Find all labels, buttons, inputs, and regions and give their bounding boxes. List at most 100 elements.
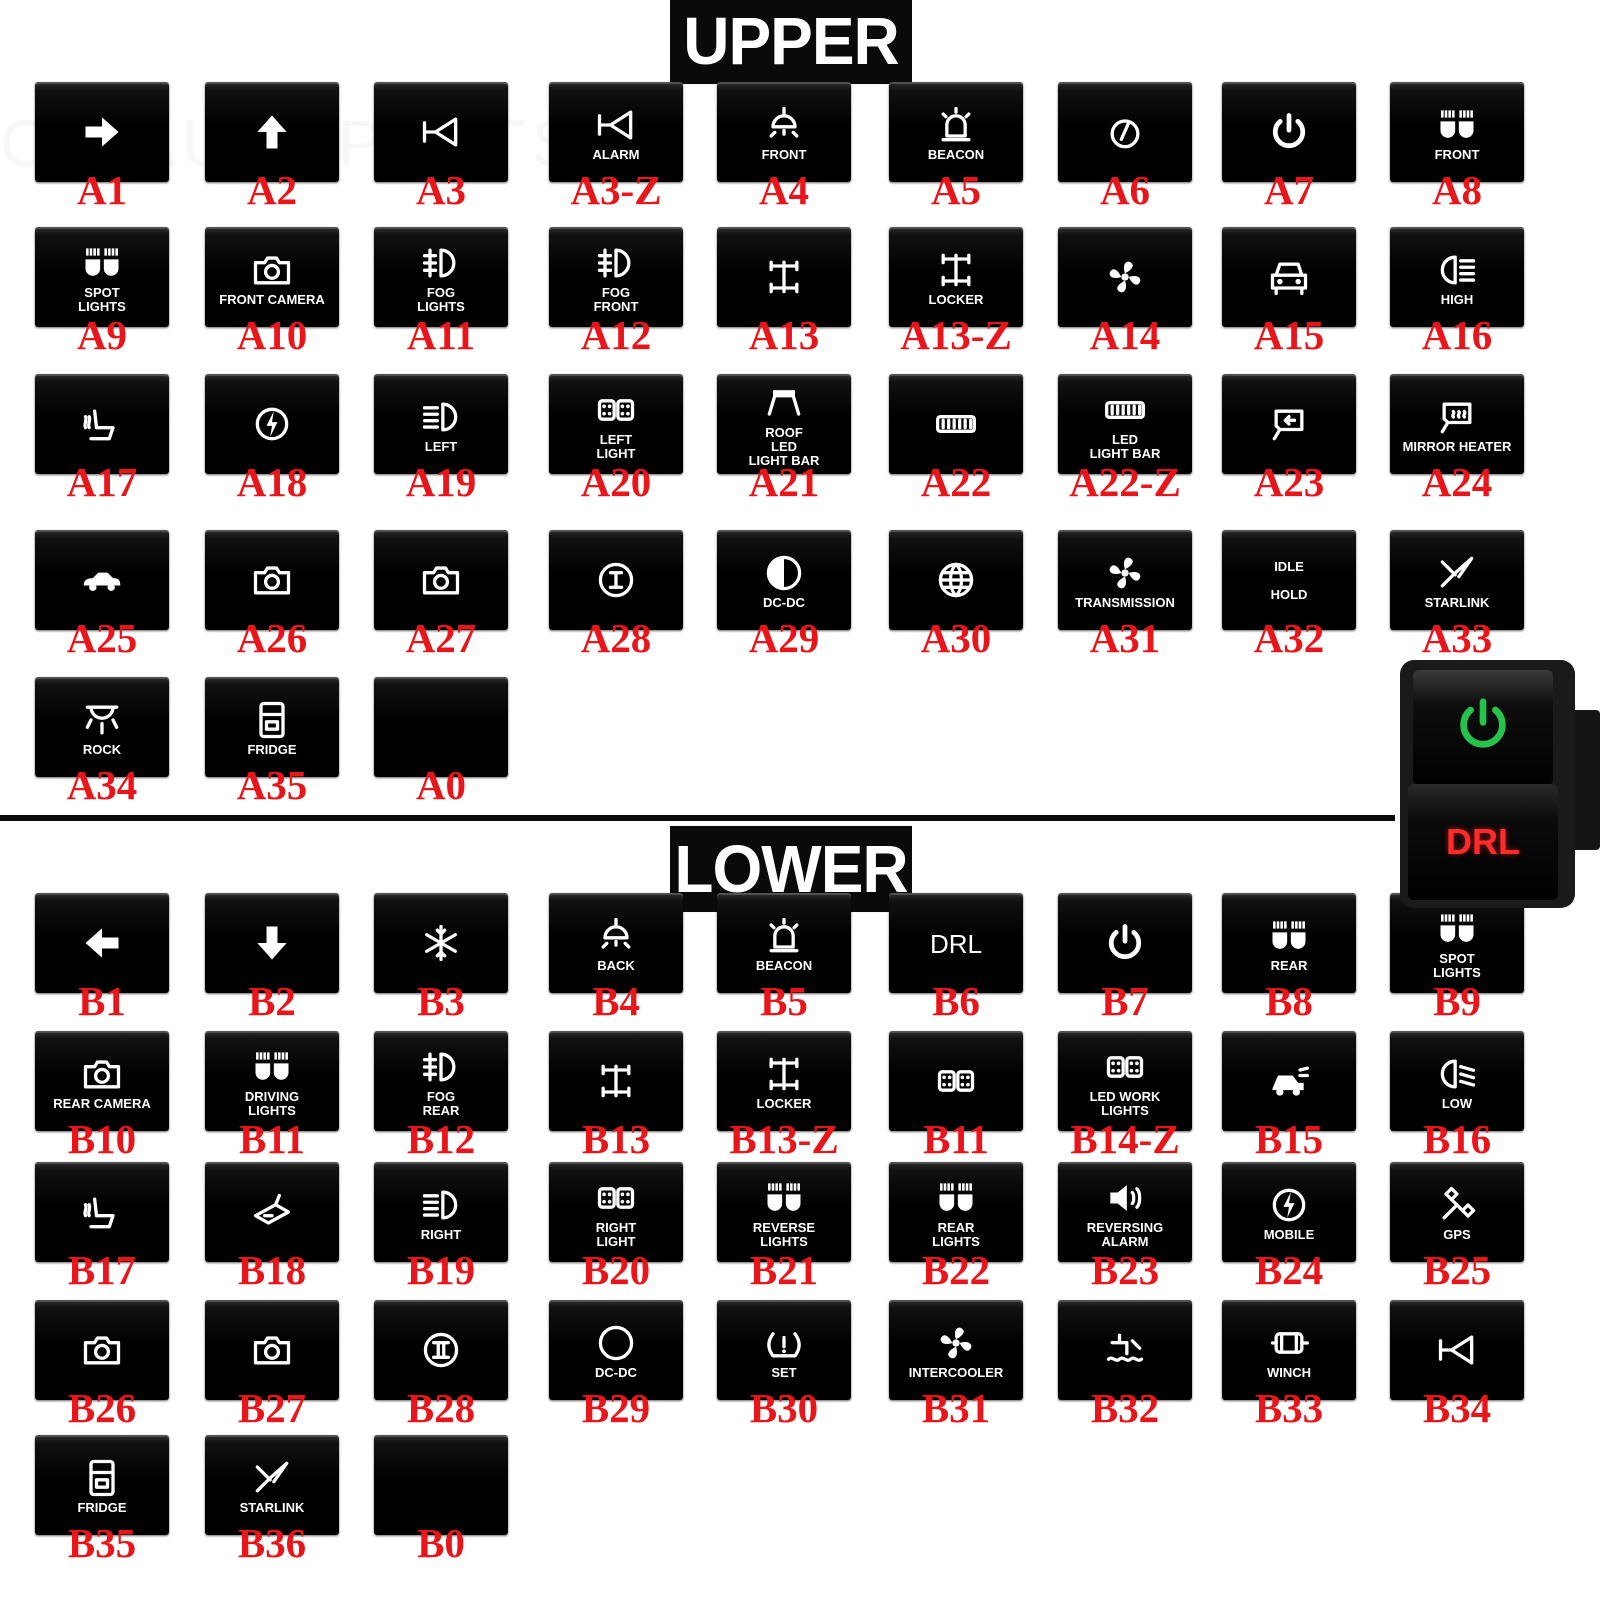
switch-button-b32[interactable] <box>1058 1300 1192 1400</box>
switch-button-b30[interactable]: SET <box>717 1300 851 1400</box>
roman-one-icon <box>593 558 639 602</box>
switch-button-a21[interactable]: ROOF LED LIGHT BAR <box>717 374 851 474</box>
switch-button-a2[interactable] <box>205 82 339 182</box>
switch-button-b2[interactable] <box>205 893 339 993</box>
switch-button-b35[interactable]: FRIDGE <box>35 1435 169 1535</box>
switch-button-b28[interactable] <box>374 1300 508 1400</box>
switch-button-b24[interactable]: MOBILE <box>1222 1162 1356 1262</box>
switch-button-b25[interactable]: GPS <box>1390 1162 1524 1262</box>
switch-button-a5[interactable]: BEACON <box>889 82 1023 182</box>
switch-code: B22 <box>921 1247 991 1293</box>
switch-button-b34[interactable] <box>1390 1300 1524 1400</box>
switch-button-b6[interactable]: DRL <box>889 893 1023 993</box>
switch-label: FRONT <box>1434 146 1480 162</box>
switch-button-b0[interactable] <box>374 1435 508 1535</box>
switch-button-b4[interactable]: BACK <box>549 893 683 993</box>
seat-heater-icon <box>79 1190 125 1234</box>
switch-button-a3[interactable] <box>374 82 508 182</box>
switch-button-b33[interactable]: WINCH <box>1222 1300 1356 1400</box>
switch-button-b36[interactable]: STARLINK <box>205 1435 339 1535</box>
switch-button-a13-z[interactable]: LOCKER <box>889 227 1023 327</box>
switch-button-b17[interactable] <box>35 1162 169 1262</box>
switch-button-a15[interactable] <box>1222 227 1356 327</box>
switch-button-b22[interactable]: REAR LIGHTS <box>889 1162 1023 1262</box>
globe-icon <box>933 558 979 602</box>
switch-button-b18[interactable] <box>205 1162 339 1262</box>
switch-button-a6[interactable] <box>1058 82 1192 182</box>
switch-button-a30[interactable] <box>889 530 1023 630</box>
switch-button-a10[interactable]: FRONT CAMERA <box>205 227 339 327</box>
switch-button-b29[interactable]: DC-DC <box>549 1300 683 1400</box>
switch-button-a22-z[interactable]: LED LIGHT BAR <box>1058 374 1192 474</box>
switch-button-a29[interactable]: DC-DC <box>717 530 851 630</box>
switch-button-b13[interactable] <box>549 1031 683 1131</box>
switch-button-b16[interactable]: LOW <box>1390 1031 1524 1131</box>
switch-button-a32[interactable]: IDLE HOLD <box>1222 530 1356 630</box>
circle-icon <box>593 1321 639 1365</box>
switch-button-b7[interactable] <box>1058 893 1192 993</box>
switch-button-b12[interactable]: FOG REAR <box>374 1031 508 1131</box>
switch-button-b31[interactable]: INTERCOOLER <box>889 1300 1023 1400</box>
switch-label: REVERSING ALARM <box>1086 1219 1164 1249</box>
switch-button-b8[interactable]: REAR <box>1222 893 1356 993</box>
switch-button-a22[interactable] <box>889 374 1023 474</box>
switch-code: B23 <box>1090 1247 1160 1293</box>
switch-button-a13[interactable] <box>717 227 851 327</box>
switch-button-a20[interactable]: LEFT LIGHT <box>549 374 683 474</box>
switch-code: B11 <box>922 1116 990 1162</box>
switch-code: A10 <box>236 312 308 358</box>
switch-button-a4[interactable]: FRONT <box>717 82 851 182</box>
switch-button-b3[interactable] <box>374 893 508 993</box>
switch-button-a12[interactable]: FOG FRONT <box>549 227 683 327</box>
switch-label: REVERSE LIGHTS <box>752 1219 816 1249</box>
switch-code: A22-Z <box>1069 459 1181 505</box>
switch-button-b11[interactable]: DRIVING LIGHTS <box>205 1031 339 1131</box>
switch-button-a34[interactable]: ROCK <box>35 677 169 777</box>
switch-button-b27[interactable] <box>205 1300 339 1400</box>
switch-button-a1[interactable] <box>35 82 169 182</box>
switch-button-a7[interactable] <box>1222 82 1356 182</box>
switch-button-a3-z[interactable]: ALARM <box>549 82 683 182</box>
switch-button-a28[interactable] <box>549 530 683 630</box>
switch-button-a14[interactable] <box>1058 227 1192 327</box>
switch-cell-b32: B32 <box>1058 1300 1230 1442</box>
switch-button-b10[interactable]: REAR CAMERA <box>35 1031 169 1131</box>
switch-button-a33[interactable]: STARLINK <box>1390 530 1524 630</box>
switch-button-b11[interactable] <box>889 1031 1023 1131</box>
dome-light-icon <box>761 103 807 147</box>
switch-button-a9[interactable]: SPOT LIGHTS <box>35 227 169 327</box>
switch-button-b13-z[interactable]: LOCKER <box>717 1031 851 1131</box>
switch-button-b21[interactable]: REVERSE LIGHTS <box>717 1162 851 1262</box>
switch-button-a19[interactable]: LEFT <box>374 374 508 474</box>
switch-button-a16[interactable]: HIGH <box>1390 227 1524 327</box>
demo-switch-upper-rocker[interactable] <box>1413 670 1553 785</box>
switch-button-a17[interactable] <box>35 374 169 474</box>
switch-button-b9[interactable]: SPOT LIGHTS <box>1390 893 1524 993</box>
switch-button-b1[interactable] <box>35 893 169 993</box>
switch-button-b15[interactable] <box>1222 1031 1356 1131</box>
switch-button-a31[interactable]: TRANSMISSION <box>1058 530 1192 630</box>
switch-button-b26[interactable] <box>35 1300 169 1400</box>
switch-button-b14-z[interactable]: LED WORK LIGHTS <box>1058 1031 1192 1131</box>
switch-button-a18[interactable] <box>205 374 339 474</box>
switch-button-a11[interactable]: FOG LIGHTS <box>374 227 508 327</box>
switch-button-b23[interactable]: REVERSING ALARM <box>1058 1162 1192 1262</box>
switch-cell-b3: B3 <box>374 893 546 1035</box>
switch-button-a27[interactable] <box>374 530 508 630</box>
switch-button-a24[interactable]: MIRROR HEATER <box>1390 374 1524 474</box>
switch-button-a8[interactable]: FRONT <box>1390 82 1524 182</box>
switch-button-a23[interactable] <box>1222 374 1356 474</box>
switch-button-b19[interactable]: RIGHT <box>374 1162 508 1262</box>
switch-button-a35[interactable]: FRIDGE <box>205 677 339 777</box>
switch-button-a0[interactable] <box>374 677 508 777</box>
demo-switch-lower-rocker[interactable]: DRL <box>1408 784 1558 900</box>
switch-code: A4 <box>758 167 810 213</box>
switch-button-a26[interactable] <box>205 530 339 630</box>
switch-button-b20[interactable]: RIGHT LIGHT <box>549 1162 683 1262</box>
switch-button-a25[interactable] <box>35 530 169 630</box>
switch-button-b5[interactable]: BEACON <box>717 893 851 993</box>
switch-cell-a25: A25 <box>35 530 207 672</box>
